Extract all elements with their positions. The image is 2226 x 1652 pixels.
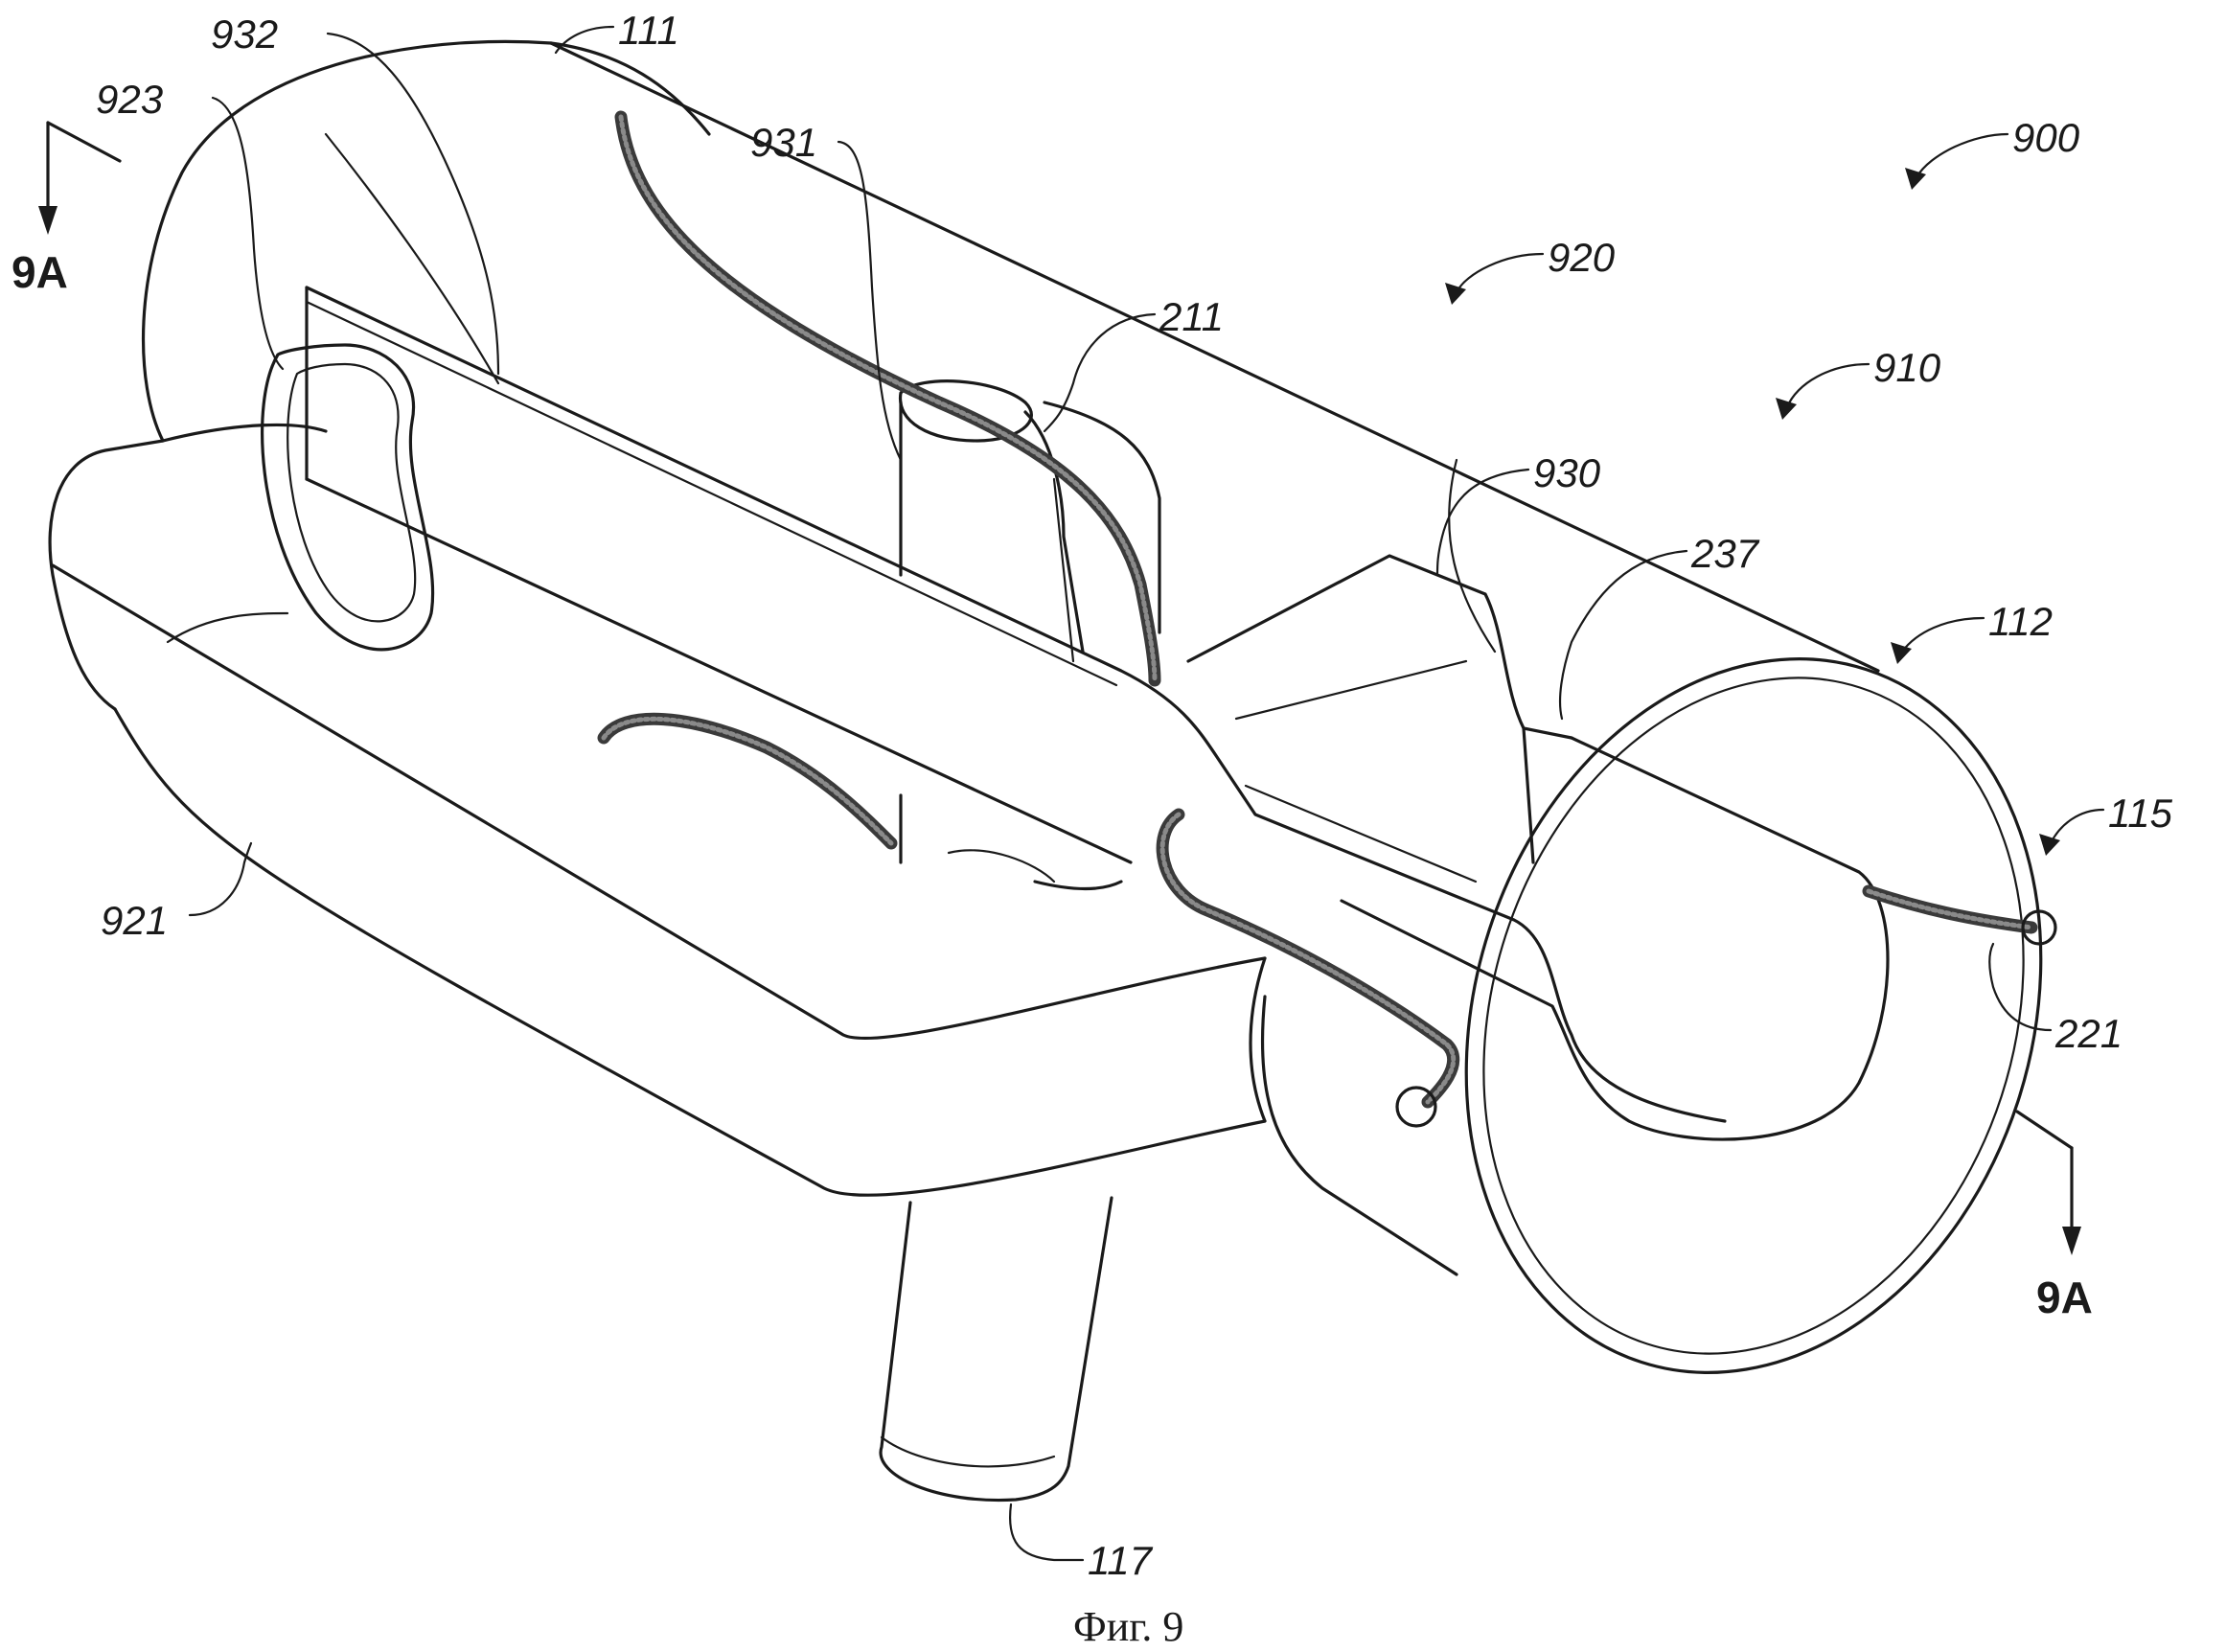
section-label-right: 9A bbox=[2036, 1273, 2093, 1322]
ref-931: 931 bbox=[750, 120, 903, 462]
svg-text:111: 111 bbox=[618, 8, 679, 53]
ref-111: 111 bbox=[554, 8, 679, 55]
ref-910: 910 bbox=[1776, 345, 1941, 420]
section-label-left: 9A bbox=[11, 247, 68, 297]
ref-115: 115 bbox=[2039, 791, 2173, 856]
svg-text:920: 920 bbox=[1548, 235, 1616, 280]
svg-text:115: 115 bbox=[2108, 791, 2173, 836]
central-post bbox=[899, 379, 1161, 891]
wire-upper bbox=[614, 110, 1161, 687]
svg-text:900: 900 bbox=[2012, 115, 2080, 160]
svg-text:923: 923 bbox=[96, 77, 163, 122]
ref-221: 221 bbox=[1988, 942, 2123, 1056]
ref-237: 237 bbox=[1558, 531, 1760, 721]
inner-carriage bbox=[305, 286, 1890, 1141]
ref-920: 920 bbox=[1445, 235, 1616, 305]
terminal-node-right bbox=[2021, 909, 2057, 946]
section-marker-right: 9A bbox=[2015, 1110, 2093, 1322]
ref-923: 923 bbox=[96, 77, 285, 371]
section-marker-left: 9A bbox=[11, 121, 122, 297]
ref-900: 900 bbox=[1905, 115, 2080, 190]
svg-text:237: 237 bbox=[1690, 531, 1760, 576]
svg-text:112: 112 bbox=[1988, 599, 2053, 644]
ref-117: 117 bbox=[1009, 1503, 1154, 1583]
svg-text:921: 921 bbox=[101, 898, 168, 943]
terminal-node-lower bbox=[1395, 1086, 1437, 1128]
svg-text:117: 117 bbox=[1088, 1538, 1154, 1583]
svg-text:910: 910 bbox=[1873, 345, 1941, 390]
svg-text:211: 211 bbox=[1159, 294, 1224, 339]
svg-text:932: 932 bbox=[211, 11, 278, 57]
ref-932: 932 bbox=[211, 11, 500, 376]
wire-lower bbox=[597, 712, 1460, 1109]
ref-211: 211 bbox=[1043, 294, 1224, 433]
svg-text:931: 931 bbox=[750, 120, 817, 165]
svg-text:930: 930 bbox=[1533, 450, 1601, 495]
handle bbox=[879, 1196, 1113, 1503]
ref-921: 921 bbox=[101, 841, 253, 943]
cylinder-body bbox=[141, 39, 2043, 1374]
ref-930: 930 bbox=[1435, 450, 1601, 577]
svg-text:221: 221 bbox=[2054, 1011, 2123, 1056]
figure-caption: Фиг. 9 bbox=[1073, 1603, 1183, 1650]
ref-112: 112 bbox=[1891, 599, 2053, 664]
tray-shell bbox=[48, 423, 1267, 1197]
left-window-loop bbox=[261, 343, 435, 652]
wire-right bbox=[1862, 884, 2038, 934]
